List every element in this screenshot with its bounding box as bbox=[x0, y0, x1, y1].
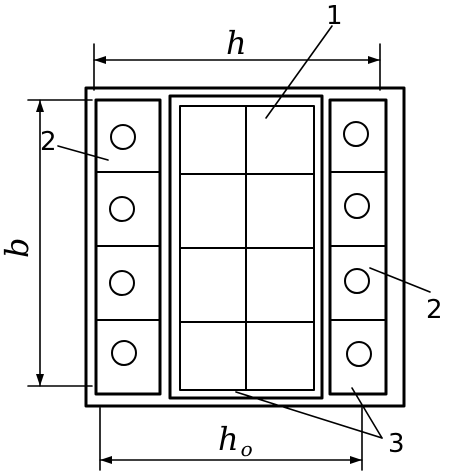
top-dimension bbox=[93, 43, 381, 91]
right-column-dividers bbox=[329, 171, 387, 321]
callout-1-label: 1 bbox=[326, 1, 343, 31]
bar-circle bbox=[344, 268, 370, 294]
bottom-dimension-subscript: o bbox=[241, 437, 253, 461]
central-block-outer bbox=[168, 94, 324, 400]
callout-2-right-label: 2 bbox=[426, 295, 443, 325]
callout-3-label: 3 bbox=[388, 429, 405, 459]
right-column-bars bbox=[343, 121, 372, 367]
left-dimension-label: b bbox=[0, 238, 36, 258]
callout-3-leaders bbox=[235, 387, 383, 439]
top-dimension-label: h bbox=[226, 24, 247, 62]
callout-2-right-leader bbox=[369, 267, 431, 293]
callout-2-left-leader bbox=[57, 145, 109, 161]
bar-circle bbox=[344, 193, 370, 219]
bar-circle bbox=[109, 270, 135, 296]
bar-circle bbox=[109, 196, 135, 222]
central-grid bbox=[179, 105, 315, 391]
left-dimension bbox=[27, 99, 93, 387]
callout-1-leader bbox=[265, 25, 333, 119]
callout-2-left-label: 2 bbox=[40, 127, 57, 157]
left-column-bars bbox=[109, 124, 137, 366]
bar-circle bbox=[110, 124, 136, 150]
bar-circle bbox=[111, 340, 137, 366]
left-column-dividers bbox=[95, 171, 161, 321]
bottom-dimension bbox=[99, 407, 363, 471]
bar-circle bbox=[343, 121, 369, 147]
bar-circle bbox=[346, 341, 372, 367]
outer-section-outline bbox=[84, 86, 406, 408]
